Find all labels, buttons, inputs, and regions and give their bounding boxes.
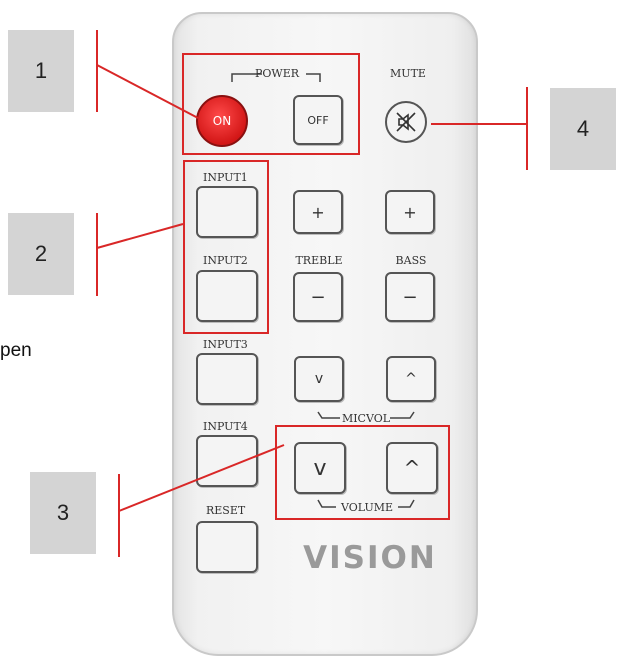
- callout-2-number: 2: [34, 241, 48, 266]
- micvol-up-icon: ^: [405, 371, 417, 387]
- callout-4: 4: [550, 88, 616, 170]
- volume-down-icon: v: [313, 455, 327, 481]
- input3-label: INPUT3: [203, 338, 248, 351]
- power-bracket-right: [306, 73, 321, 82]
- highlight-box-inputs: [183, 160, 269, 334]
- volume-label: VOLUME: [340, 501, 394, 514]
- leader-3-line: [118, 444, 285, 512]
- treble-plus-icon: +: [311, 202, 325, 222]
- highlight-box-volume: [275, 425, 450, 520]
- input1-button[interactable]: [196, 186, 258, 238]
- micvol-down-icon: v: [314, 371, 324, 387]
- callout-2: 2: [8, 213, 74, 295]
- reset-button[interactable]: [196, 521, 258, 573]
- input2-button[interactable]: [196, 270, 258, 322]
- micvol-label: MICVOL: [341, 412, 391, 425]
- callout-4-number: 4: [576, 116, 590, 141]
- power-off-label: OFF: [307, 113, 329, 127]
- power-on-label: ON: [212, 114, 232, 128]
- power-on-button[interactable]: ON: [196, 95, 248, 147]
- power-label: POWER: [254, 67, 300, 80]
- micvol-up-button[interactable]: ^: [386, 356, 436, 402]
- micvol-bracket-left: [317, 411, 340, 419]
- bass-minus-button[interactable]: −: [385, 272, 435, 322]
- input3-button[interactable]: [196, 353, 258, 405]
- volume-down-button[interactable]: v: [294, 442, 346, 494]
- input1-label: INPUT1: [203, 171, 248, 184]
- callout-1-number: 1: [34, 58, 48, 83]
- treble-plus-button[interactable]: +: [293, 190, 343, 234]
- bass-plus-button[interactable]: +: [385, 190, 435, 234]
- callout-3: 3: [30, 472, 96, 554]
- bass-label: BASS: [395, 254, 427, 267]
- leader-2-line: [96, 223, 184, 249]
- volume-up-button[interactable]: ^: [386, 442, 438, 494]
- treble-minus-icon: −: [310, 286, 326, 308]
- volume-bracket-right: [398, 499, 415, 508]
- reset-label: RESET: [206, 504, 246, 517]
- input4-label: INPUT4: [203, 420, 248, 433]
- mute-label: MUTE: [390, 67, 426, 80]
- bass-plus-icon: +: [403, 202, 417, 222]
- volume-up-icon: ^: [403, 456, 421, 480]
- highlight-box-power: [182, 53, 360, 155]
- callout-1: 1: [8, 30, 74, 112]
- cropped-side-text: pen: [0, 340, 32, 361]
- power-off-button[interactable]: OFF: [293, 95, 343, 145]
- brand-logo: VISION: [303, 540, 437, 576]
- micvol-down-button[interactable]: v: [294, 356, 344, 402]
- mute-button[interactable]: [385, 101, 427, 143]
- micvol-bracket-right: [390, 411, 415, 419]
- mute-speaker-icon: [396, 112, 416, 132]
- bass-minus-icon: −: [402, 286, 418, 308]
- power-bracket-left: [231, 73, 262, 82]
- treble-minus-button[interactable]: −: [293, 272, 343, 322]
- leader-1-line: [96, 64, 199, 119]
- input4-button[interactable]: [196, 435, 258, 487]
- input2-label: INPUT2: [203, 254, 248, 267]
- volume-bracket-left: [317, 499, 336, 508]
- treble-label: TREBLE: [295, 254, 343, 267]
- callout-3-number: 3: [56, 500, 70, 525]
